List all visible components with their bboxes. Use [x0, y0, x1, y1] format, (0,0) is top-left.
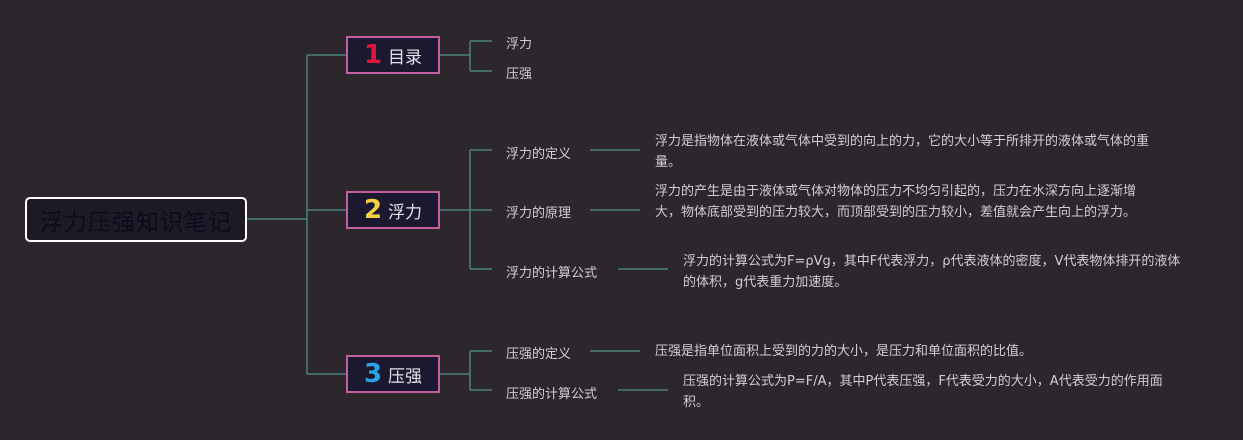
description-text: 浮力的产生是由于液体或气体对物体的压力不均匀引起的，压力在水深方向上逐渐增大，物…: [655, 184, 1137, 220]
root-node[interactable]: 浮力压强知识笔记: [25, 197, 247, 242]
leaf-node[interactable]: 浮力: [506, 37, 533, 52]
leaf-node[interactable]: 浮力的计算公式: [506, 266, 598, 281]
leaf-node[interactable]: 压强的计算公式: [506, 387, 598, 402]
leaf-node[interactable]: 压强: [506, 67, 533, 82]
leaf-node[interactable]: 浮力的原理: [506, 206, 572, 221]
section-label: 浮力: [388, 202, 423, 223]
description-text: 压强的计算公式为P=F/A，其中P代表压强，F代表受力的大小，A代表受力的作用面…: [683, 374, 1163, 410]
leaf-node[interactable]: 压强的定义: [506, 347, 572, 362]
root-title: 浮力压强知识笔记: [40, 209, 232, 236]
description-text: 压强是指单位面积上受到的力的大小，是压力和单位面积的比值。: [655, 344, 1033, 359]
section-node-catalog[interactable]: 1 目录: [346, 36, 440, 74]
section-number: 2: [363, 195, 383, 225]
section-number: 1: [363, 40, 383, 70]
description-text: 浮力是指物体在液体或气体中受到的向上的力，它的大小等于所排开的液体或气体的重量。: [655, 134, 1150, 170]
description-text: 浮力的计算公式为F=ρVg，其中F代表浮力，ρ代表液体的密度，V代表物体排开的液…: [683, 254, 1181, 290]
leaf-node[interactable]: 浮力的定义: [506, 147, 572, 162]
section-node-pressure[interactable]: 3 压强: [346, 355, 440, 393]
section-number: 3: [363, 359, 383, 389]
section-node-buoyancy[interactable]: 2 浮力: [346, 191, 440, 229]
section-label: 压强: [388, 366, 423, 387]
section-label: 目录: [388, 47, 423, 68]
